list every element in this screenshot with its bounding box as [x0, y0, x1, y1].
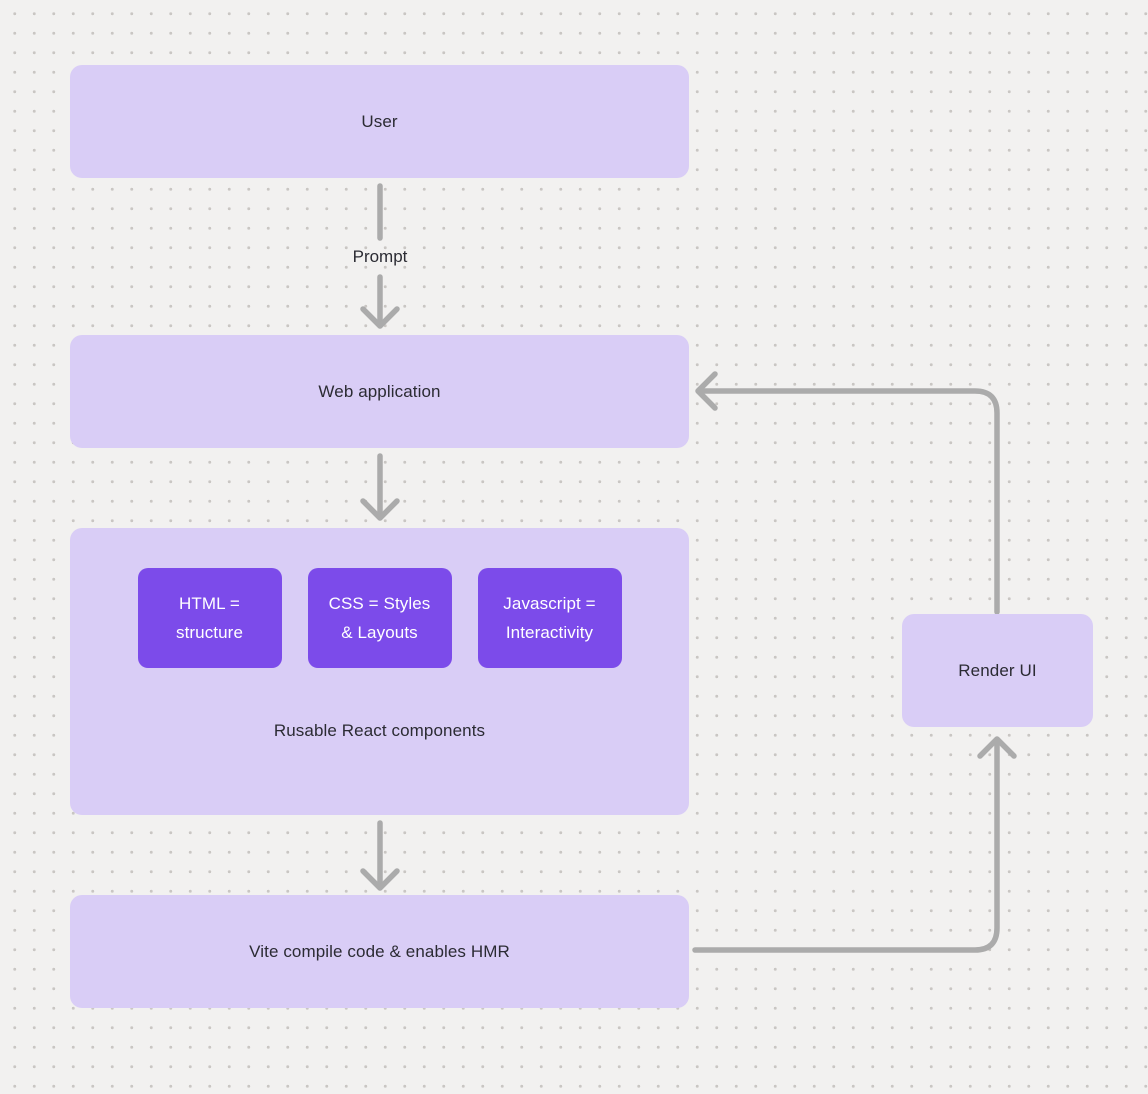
- arrowhead-up-icon: [977, 736, 1017, 759]
- node-render-ui: Render UI: [902, 614, 1093, 727]
- components-caption: Rusable React components: [273, 721, 486, 740]
- node-web-application: Web application: [70, 335, 689, 448]
- arrowhead-left-icon: [695, 371, 718, 411]
- edge-vite-to-renderui-line: [692, 741, 1000, 953]
- node-render-ui-label: Render UI: [958, 660, 1037, 680]
- chip-html: HTML = structure: [137, 568, 282, 668]
- chip-javascript-label: Javascript = Interactivity: [503, 594, 596, 642]
- arrowhead-down-icon: [360, 868, 400, 891]
- chip-css-label: CSS = Styles & Layouts: [328, 594, 431, 642]
- arrowhead-down-icon: [360, 306, 400, 329]
- node-user: User: [70, 65, 689, 178]
- chip-html-label: HTML = structure: [175, 594, 244, 642]
- chip-css: CSS = Styles & Layouts: [307, 568, 452, 668]
- node-user-label: User: [361, 111, 398, 131]
- edge-label-prompt: Prompt: [352, 247, 408, 266]
- components-chip-row: HTML = structure CSS = Styles & Layouts …: [137, 568, 622, 668]
- node-web-application-label: Web application: [318, 381, 441, 401]
- node-vite-label: Vite compile code & enables HMR: [249, 941, 510, 961]
- arrowhead-down-icon: [360, 498, 400, 521]
- node-vite: Vite compile code & enables HMR: [70, 895, 689, 1008]
- chip-javascript: Javascript = Interactivity: [477, 568, 622, 668]
- edge-renderui-to-webapp-line: [698, 388, 1000, 615]
- node-components-container: HTML = structure CSS = Styles & Layouts …: [70, 528, 689, 815]
